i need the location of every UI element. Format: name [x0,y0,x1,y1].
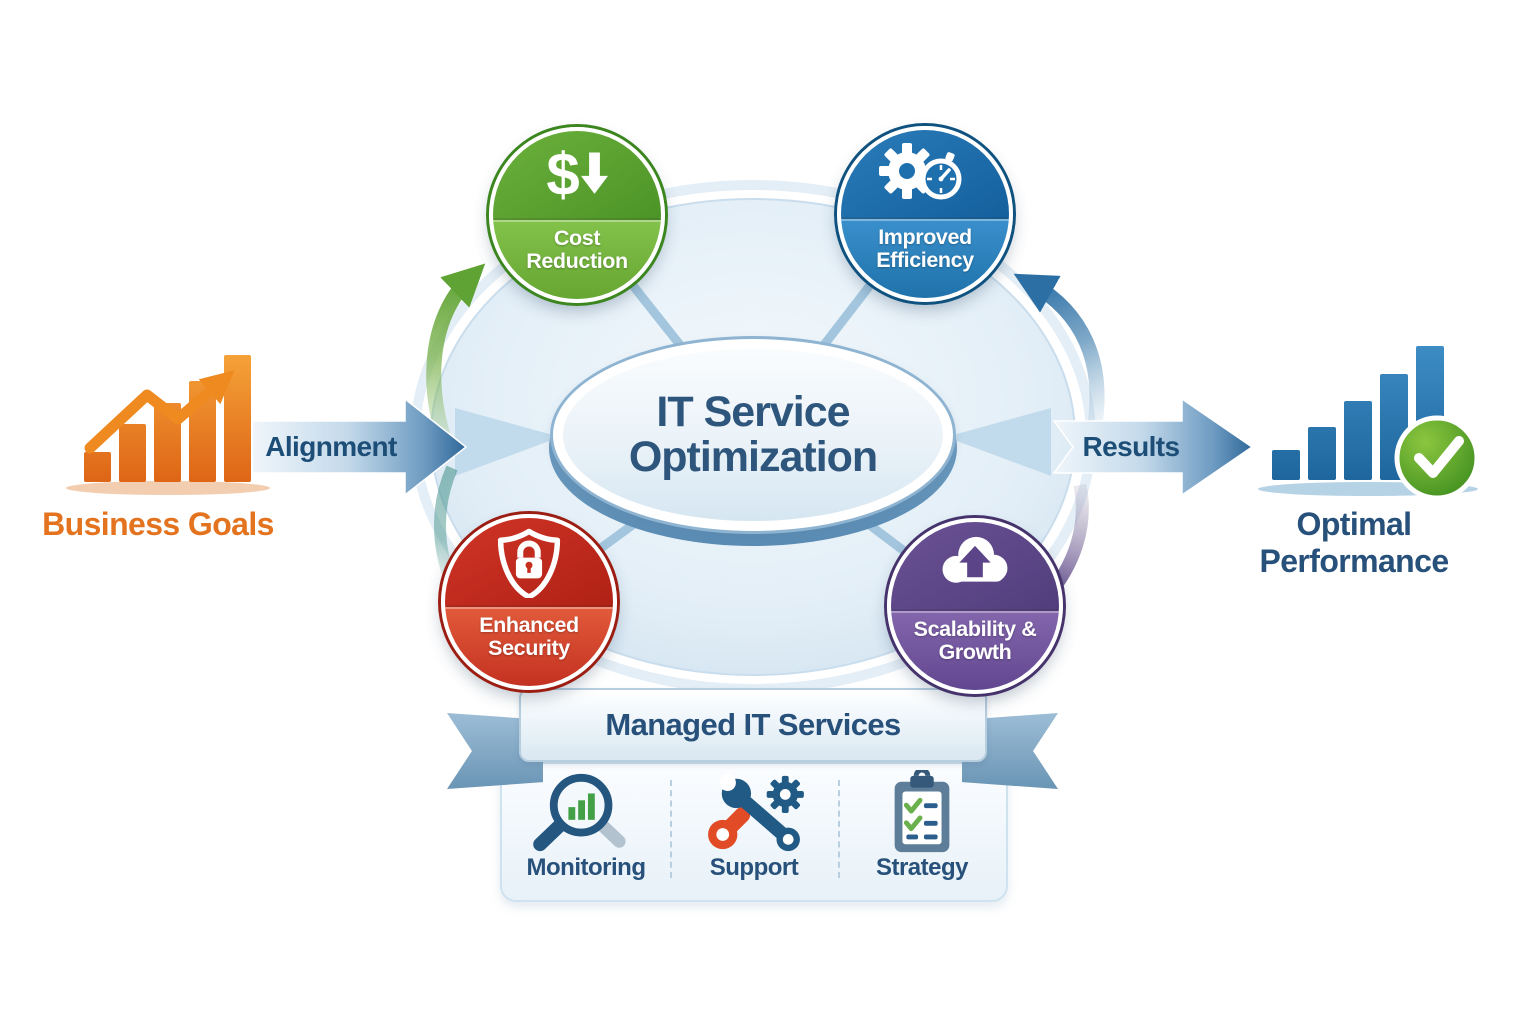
business-goals-label: Business Goals [42,506,274,542]
badge-enhanced-security: Enhanced Security [441,514,617,690]
service-label: Monitoring [526,854,646,881]
alignment-arrow [251,397,468,497]
badge-improved-efficiency: Improved Efficiency [837,126,1013,302]
shield-lock-icon [497,528,561,598]
badge-scalability-growth: Scalability & Growth [887,518,1063,694]
banner-title: Managed IT Services [605,707,901,742]
results-arrow [1052,397,1254,497]
service-strategy: Strategy [838,770,1006,900]
down-arrow-icon [580,152,608,194]
diagram-title: IT Service Optimization [628,388,878,481]
managed-services-panel: Monitoring [500,762,1008,902]
clipboard-checklist-icon [894,770,950,853]
gear-stopwatch-icon [879,142,962,200]
service-monitoring: Monitoring [502,770,670,900]
magnifier-bar-chart-icon [533,773,626,852]
left-wedge [455,408,560,476]
optimal-performance-label: Optimal Performance [1259,506,1449,579]
badge-label: Improved Efficiency [876,225,974,273]
badge-cost-reduction: $ Cost Reduction [489,127,665,303]
alignment-label: Alignment [265,431,397,462]
right-wedge [946,408,1051,476]
service-label: Support [709,854,799,881]
badge-label: Scalability & Growth [913,617,1037,665]
service-support: Support [670,770,838,900]
badge-label: Cost Reduction [526,226,628,274]
wrench-gear-icon [708,774,804,852]
cloud-up-arrow-icon [942,536,1008,583]
blue-cycle-arrow [1013,273,1105,432]
green-checkmark-icon [1394,415,1480,501]
central-hub: IT Service Optimization [550,336,956,534]
managed-it-services-banner: Managed IT Services [519,688,987,762]
rising-bar-chart-icon [66,355,270,495]
results-label: Results [1082,431,1181,462]
bar-chart-checkmark-icon [1258,346,1480,501]
dollar-glyph: $ [546,141,579,209]
service-label: Strategy [875,854,969,881]
badge-label: Enhanced Security [479,613,579,661]
